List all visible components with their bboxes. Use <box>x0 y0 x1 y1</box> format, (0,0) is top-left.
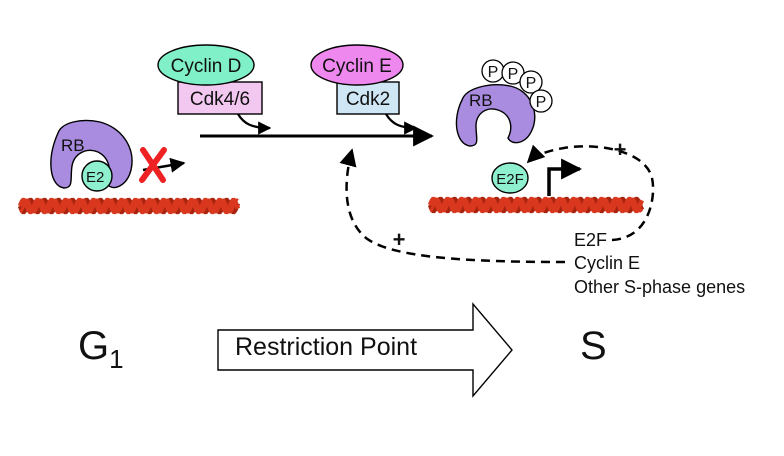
dna-helix-right <box>427 196 645 214</box>
dna-strand <box>427 196 645 214</box>
feedback-loop-to-e2f <box>526 144 655 242</box>
phase-g1-label: G1 <box>78 326 124 379</box>
blocked-transcription <box>139 147 186 183</box>
cdk2-box <box>336 81 400 115</box>
bent-arrow-icon <box>547 158 583 196</box>
phase-g1-subscript: 1 <box>109 344 124 374</box>
cyclin-d-label: Cyclin D <box>171 56 242 77</box>
target-gene-e2f: E2F <box>574 230 608 250</box>
target-gene-s-phase: Other S-phase genes <box>574 277 746 297</box>
cdk46-label: Cdk4/6 <box>190 89 250 110</box>
x-mark-icon <box>139 147 167 183</box>
cyclin-e-label: Cyclin E <box>322 56 392 77</box>
cyclin-d-cdk46-complex: Cyclin D Cdk4/6 <box>157 44 272 135</box>
rb-e2f-complex: RB E2 <box>50 119 133 192</box>
dna-strand <box>429 197 644 213</box>
feedback-loop-to-main-arrow <box>339 148 566 264</box>
svg-text:P: P <box>488 64 499 81</box>
phase-g1-main: G <box>78 324 110 368</box>
svg-text:P: P <box>536 94 547 111</box>
svg-text:P: P <box>508 66 519 83</box>
e2f-label-left: E2 <box>86 169 104 186</box>
restriction-point-arrow <box>217 302 513 398</box>
target-gene-cyclin-e: Cyclin E <box>574 253 641 273</box>
e2f-protein-left <box>81 160 113 192</box>
cdk2-action-arrow <box>385 113 418 135</box>
e2f-label-right: E2F <box>496 171 524 188</box>
phosphate-4: P <box>529 89 553 113</box>
phosphate-3: P <box>519 70 543 94</box>
phosphate-1: P <box>481 59 505 83</box>
phase-s-label: S <box>580 324 607 368</box>
dna-strand <box>19 198 239 214</box>
rb-label-left: RB <box>61 136 85 155</box>
cyclin-e-cdk2-complex: Cyclin E Cdk2 <box>310 44 418 135</box>
feedback-plus-right: + <box>614 137 627 162</box>
dna-strand <box>17 197 241 215</box>
cdk46-box <box>177 81 263 115</box>
cyclin-e-oval <box>310 44 404 86</box>
feedback-plus-left: + <box>393 227 406 252</box>
rb-label-right: RB <box>469 91 493 110</box>
svg-text:P: P <box>526 75 537 92</box>
cdk46-action-arrow <box>237 113 272 135</box>
dna-helix-left <box>17 197 241 215</box>
free-e2f-complex: E2F <box>491 158 583 196</box>
cyclin-d-oval <box>157 44 255 86</box>
cdk2-label: Cdk2 <box>346 89 390 110</box>
e2f-protein-right <box>491 162 529 194</box>
restriction-point-label: Restriction Point <box>235 333 418 361</box>
rb-protein-right <box>455 84 536 147</box>
phospho-rb-complex: RB P P P P <box>455 59 553 147</box>
